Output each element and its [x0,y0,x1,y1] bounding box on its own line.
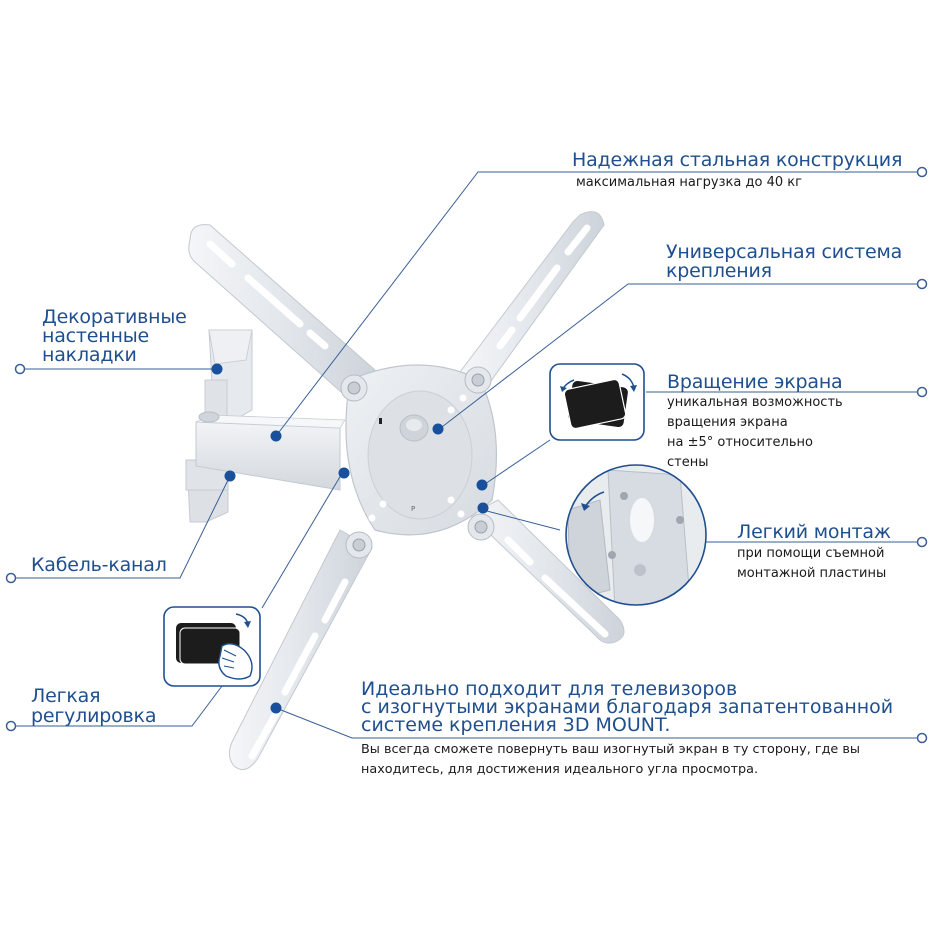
callout-steel-subtitle: максимальная нагрузка до 40 кг [576,175,802,190]
marker-dot-covers [211,363,223,375]
pivot-bolt [345,531,373,559]
marker-dot-rotation [476,479,488,491]
callout-rotation-line: вращения экрана [667,415,788,430]
callout-rotation-line: стены [667,455,709,470]
callout-rotation-line: уникальная возможность [667,395,843,410]
callout-mounting-title: Легкий монтаж [737,521,891,543]
tv-wall-mount-bracket: P [185,211,625,771]
marker-dot-adjust [338,467,350,479]
endpoint-circle-cable [5,572,17,584]
pivot-bolt [340,374,368,402]
callout-covers-title-line: настенные [42,325,150,347]
endpoint-circle-mounting [916,536,928,548]
endpoint-circle-rotation [916,386,928,398]
endpoint-markers [5,166,928,744]
leader-line-rotation [481,439,551,487]
callout-rotation-line: на ±5° относительно [667,435,813,450]
svg-text:P: P [411,505,415,513]
leader-line-curved [275,707,918,739]
leader-line-steel [275,171,918,437]
callout-curved-title-line: Идеально подходит для телевизоров [361,678,738,700]
wall-plate [185,329,253,523]
marker-dot-universal [432,423,444,435]
marker-dot-mounting [477,502,489,514]
endpoint-circle-adjust [5,720,17,732]
endpoint-circle-steel [916,166,928,178]
callout-rotation-title: Вращение экрана [667,371,843,393]
endpoint-circle-universal [916,278,928,290]
callout-universal-title-line1: Универсальная система [666,241,903,263]
leader-line-adjust [261,469,345,609]
callout-steel-title: Надежная стальная конструкция [572,149,903,171]
leader-lines [12,171,918,739]
marker-dot-cable [224,470,236,482]
leader-line-cable [12,475,231,579]
endpoint-circle-covers [14,363,26,375]
callout-mounting-line: монтажной пластины [737,566,887,581]
pivot-bolt [467,513,495,541]
callout-adjust-title-line: регулировка [31,705,157,727]
callout-adjust-title-line: Легкая [31,685,101,707]
callout-mounting-line: при помощи съемной [737,546,885,561]
callout-covers-title-line: Декоративные [42,306,187,328]
rail-lower-left [228,529,373,771]
vesa-plate: P [345,364,498,536]
marker-dot-curved [270,702,282,714]
hand-adjust-screen-icon [163,606,261,687]
callout-cable-title: Кабель-канал [31,554,167,576]
mounting-plate-detail-photo [565,464,707,606]
callout-curved-line: Вы всегда сможете повернуть ваш изогнуты… [361,742,861,757]
swing-arm [195,411,346,491]
callout-curved-title-line: с изогнутыми экранами благодаря запатент… [361,696,894,718]
callout-curved-title-line: системе крепления 3D MOUNT. [361,714,671,736]
feature-markers [211,363,489,714]
endpoint-circle-curved [916,732,928,744]
callout-covers-title-line: накладки [42,344,137,366]
marker-dot-steel [270,430,282,442]
rail-upper-right [459,211,605,386]
pivot-bolt [464,366,492,394]
leader-line-mounting [482,509,561,531]
leader-line-universal [437,283,918,431]
callout-curved-line: находитесь, для достижения идеального уг… [361,762,759,777]
rotate-screen-icon [549,363,645,441]
rail-lower-right [469,499,625,644]
callout-universal-title-line2: крепления [666,260,772,282]
